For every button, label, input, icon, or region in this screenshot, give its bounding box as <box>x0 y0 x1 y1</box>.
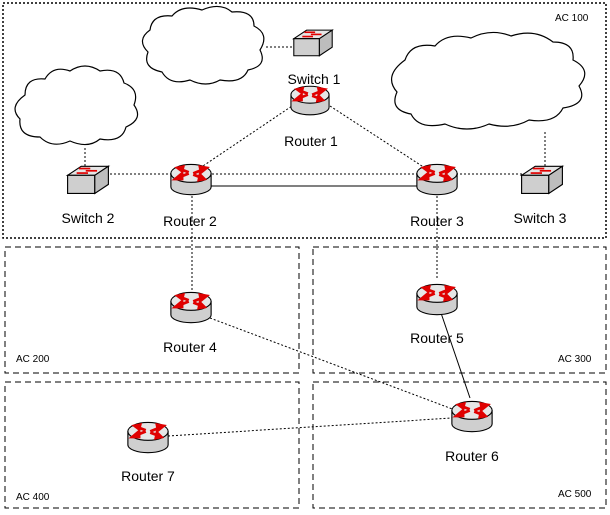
cloud-right <box>390 31 586 130</box>
area-label-ac300: AC 300 <box>558 354 592 365</box>
area-label-ac500: AC 500 <box>558 489 592 500</box>
router4-icon[interactable] <box>169 291 213 325</box>
router3-icon[interactable] <box>415 163 459 197</box>
router7-label: Router 7 <box>121 468 175 484</box>
router2-label: Router 2 <box>163 213 217 229</box>
switch3-icon[interactable] <box>520 165 564 195</box>
area-label-ac100: AC 100 <box>555 13 589 24</box>
link-router1-router3 <box>329 105 426 169</box>
switch1-label: Switch 1 <box>288 71 341 87</box>
link-router5-router6 <box>439 309 471 399</box>
router4-label: Router 4 <box>163 339 217 355</box>
link-router2-router1 <box>199 105 293 169</box>
router3-label: Router 3 <box>410 213 464 229</box>
router2-icon[interactable] <box>169 163 213 197</box>
area-label-ac400: AC 400 <box>16 492 50 503</box>
area-ac100 <box>2 2 607 239</box>
switch2-icon[interactable] <box>66 165 110 195</box>
router1-label: Router 1 <box>284 133 338 149</box>
link-router7-router6 <box>167 417 453 437</box>
area-ac500 <box>312 381 607 509</box>
switch2-label: Switch 2 <box>62 210 115 226</box>
switch3-label: Switch 3 <box>514 210 567 226</box>
router6-icon[interactable] <box>450 400 494 434</box>
router7-icon[interactable] <box>126 421 170 455</box>
router5-icon[interactable] <box>415 283 459 317</box>
cloud-left <box>14 65 139 146</box>
switch1-icon[interactable] <box>292 29 334 57</box>
router1-icon[interactable] <box>289 84 331 117</box>
area-label-ac200: AC 200 <box>16 354 50 365</box>
cloud-top <box>141 5 265 85</box>
router6-label: Router 6 <box>445 448 499 464</box>
area-ac300 <box>312 246 607 374</box>
router5-label: Router 5 <box>410 330 464 346</box>
